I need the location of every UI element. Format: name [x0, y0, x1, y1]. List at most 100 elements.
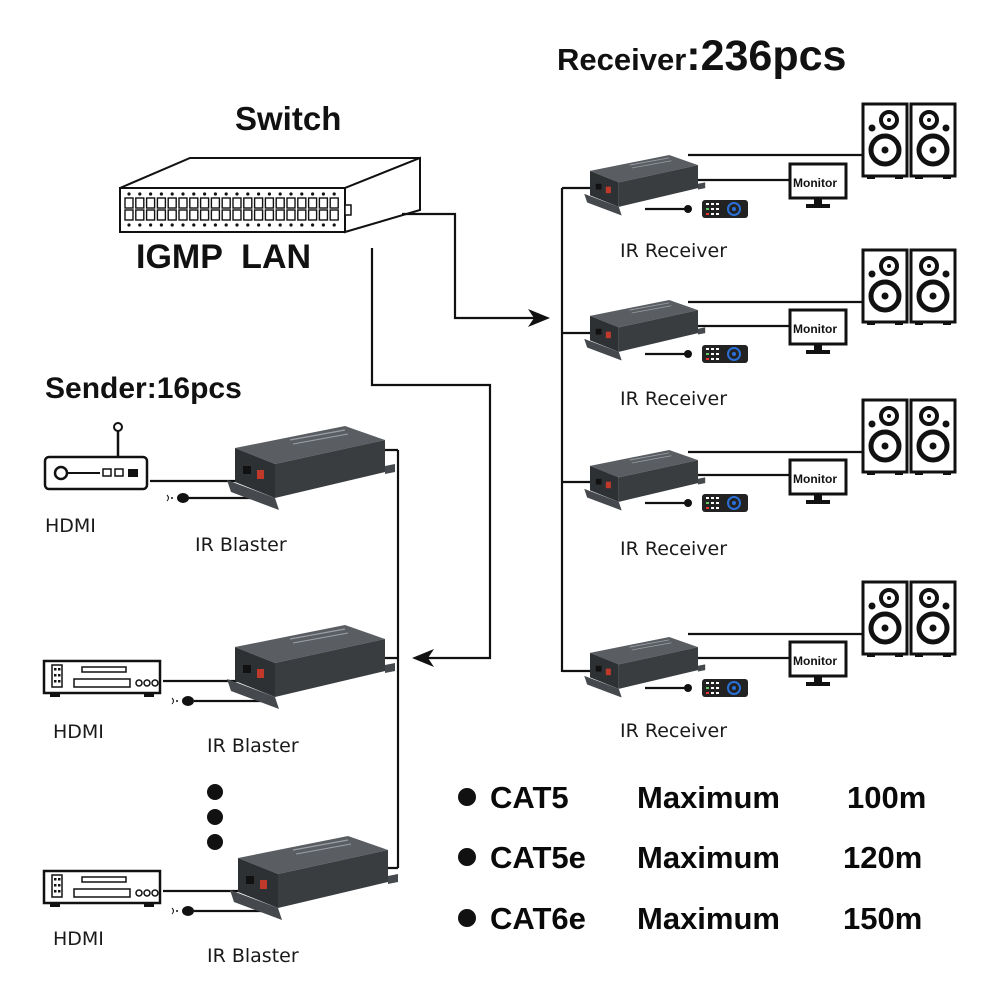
speakers-icon: [863, 400, 955, 475]
switch-port: [221, 209, 231, 221]
receiver-unit: Monitor IR Receiver: [583, 400, 955, 560]
device-label: IR Receiver: [620, 240, 727, 262]
speakers-icon: [863, 104, 955, 179]
arrow-right-icon: [528, 309, 550, 327]
remote-control-icon: [701, 199, 749, 219]
receiver-title-prefix: Receiver: [557, 42, 686, 77]
switch-port: [170, 223, 174, 227]
switch-port: [257, 192, 261, 196]
spec-distance: 150m: [843, 901, 922, 936]
switch-port: [264, 209, 275, 221]
switch-port: [300, 223, 304, 227]
switch-port: [156, 197, 167, 209]
switch-port: [203, 192, 207, 196]
speakers-icon: [863, 250, 955, 325]
spec-row: CAT5 Maximum 100m: [458, 780, 926, 815]
switch-port: [267, 223, 271, 227]
remote-control-icon: [701, 678, 749, 698]
switch-port: [243, 197, 253, 209]
receiver-count: :236pcs: [686, 32, 846, 80]
spec-label: Maximum: [637, 780, 780, 815]
switch-port: [170, 192, 174, 196]
bullet-icon: [458, 788, 476, 806]
device-label: IR Blaster: [207, 945, 299, 967]
switch-port: [181, 192, 185, 196]
switch-port: [275, 209, 285, 221]
spec-cable: CAT5: [490, 780, 569, 815]
switch-port: [329, 197, 339, 209]
switch-port: [145, 197, 156, 209]
switch-port: [257, 223, 261, 227]
switch-port: [318, 197, 329, 209]
switch-port: [138, 192, 142, 196]
monitor-label: Monitor: [793, 322, 837, 336]
ir-probe-icon: [171, 695, 195, 707]
switch-port: [221, 197, 231, 209]
source-label: HDMI: [53, 721, 104, 743]
spec-row: CAT5e Maximum 120m: [458, 840, 922, 875]
switch-port: [253, 197, 264, 209]
switch-port: [192, 192, 196, 196]
switch-port: [127, 223, 131, 227]
switch-title: Switch: [235, 100, 341, 137]
switch-type-label: IGMP LAN: [136, 238, 311, 276]
switch-port: [307, 209, 318, 221]
arrow-left-icon: [412, 649, 434, 667]
switch-port: [329, 209, 339, 221]
bullet-icon: [458, 909, 476, 927]
switch-port: [311, 223, 315, 227]
spec-label: Maximum: [637, 840, 780, 875]
bullet-icon: [458, 848, 476, 866]
switch-port: [235, 223, 239, 227]
switch-port: [332, 192, 336, 196]
switch-port: [189, 197, 199, 209]
cable-specs: CAT5 Maximum 100m CAT5e Maximum 120m CAT…: [458, 780, 926, 936]
switch-port: [264, 197, 275, 209]
monitor-label: Monitor: [793, 654, 837, 668]
sender-title: Sender:16pcs: [45, 372, 242, 405]
switch-port: [189, 209, 199, 221]
sender-unit: HDMI IR Blaster: [43, 422, 396, 556]
switch-port: [213, 223, 217, 227]
switch-port: [178, 209, 188, 221]
router-icon: [43, 422, 149, 491]
switch-port: [297, 197, 307, 209]
spec-distance: 100m: [847, 780, 926, 815]
speakers-icon: [863, 582, 955, 657]
switch-port: [267, 192, 271, 196]
switch-port: [275, 197, 285, 209]
spec-distance: 120m: [843, 840, 922, 875]
switch-port: [246, 223, 250, 227]
switch-port: [289, 192, 293, 196]
source-label: HDMI: [53, 928, 104, 950]
switch-port: [135, 197, 145, 209]
spec-row: CAT6e Maximum 150m: [458, 901, 922, 936]
remote-control-icon: [701, 493, 749, 513]
switch-port: [224, 223, 228, 227]
switch-port: [321, 192, 325, 196]
switch-port: [159, 223, 163, 227]
sender-unit: HDMI IR Blaster: [42, 624, 396, 757]
device-label: IR Blaster: [195, 534, 287, 556]
spec-label: Maximum: [637, 901, 780, 936]
switch-port: [138, 223, 142, 227]
ir-blaster-device: [229, 835, 399, 921]
switch-port: [246, 192, 250, 196]
receiver-unit: Monitor IR Receiver: [583, 250, 955, 410]
receiver-title: Receiver:236pcs: [557, 32, 846, 80]
dvd-player-icon: [42, 869, 162, 909]
switch-port: [149, 192, 153, 196]
switch-port: [318, 209, 329, 221]
switch-port: [124, 197, 134, 209]
switch-port: [253, 209, 264, 221]
switch-port: [199, 197, 210, 209]
switch-port: [203, 223, 207, 227]
switch-ports: [124, 192, 339, 227]
ir-blaster-device: [226, 624, 396, 710]
spec-cable: CAT6e: [490, 901, 586, 936]
switch-port: [278, 223, 282, 227]
sender-unit: HDMI IR Blaster: [42, 835, 399, 967]
switch-port: [199, 209, 210, 221]
switch-to-senders-wire: [370, 248, 492, 660]
